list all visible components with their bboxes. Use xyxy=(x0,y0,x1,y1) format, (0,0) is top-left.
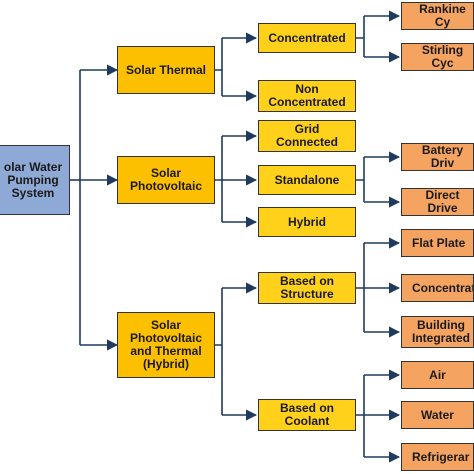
node-based-on-structure: Based on Structure xyxy=(258,272,356,304)
node-refrigerant: Refrigerar xyxy=(401,443,474,471)
node-stirling-cycle: Stirling Cyc xyxy=(401,43,474,71)
node-non-concentrated: Non Concentrated xyxy=(258,80,356,112)
connector-structure xyxy=(356,243,365,332)
root-node-solar-water-pumping-system: olar Water Pumping System xyxy=(0,145,70,215)
connector-standalone xyxy=(356,157,365,202)
node-hybrid: Hybrid xyxy=(258,207,356,237)
connector-hybrid xyxy=(215,288,223,415)
node-solar-thermal: Solar Thermal xyxy=(117,46,215,94)
node-concentrated: Concentrated xyxy=(258,23,356,53)
connector-concentrated xyxy=(356,16,365,57)
node-battery-drive: Battery Driv xyxy=(401,143,474,171)
node-based-on-coolant: Based on Coolant xyxy=(258,399,356,431)
node-solar-pv-thermal-hybrid: Solar Photovoltaic and Thermal (Hybrid) xyxy=(117,312,215,378)
node-water: Water xyxy=(401,401,474,429)
connector-solar-thermal xyxy=(215,38,223,96)
node-building-integrated: Building Integrated xyxy=(401,316,474,348)
node-solar-photovoltaic: Solar Photovoltaic xyxy=(117,156,215,204)
node-air: Air xyxy=(401,361,474,389)
connector-solar-pv xyxy=(215,136,223,222)
node-standalone: Standalone xyxy=(258,165,356,195)
node-grid-connected: Grid Connected xyxy=(258,120,356,152)
node-concentrating: Concentrati xyxy=(401,274,474,302)
connector-coolant xyxy=(356,375,365,457)
node-rankine-cycle: Rankine Cy xyxy=(401,2,474,30)
node-flat-plate: Flat Plate xyxy=(401,229,474,257)
node-direct-drive: Direct Drive xyxy=(401,188,474,216)
